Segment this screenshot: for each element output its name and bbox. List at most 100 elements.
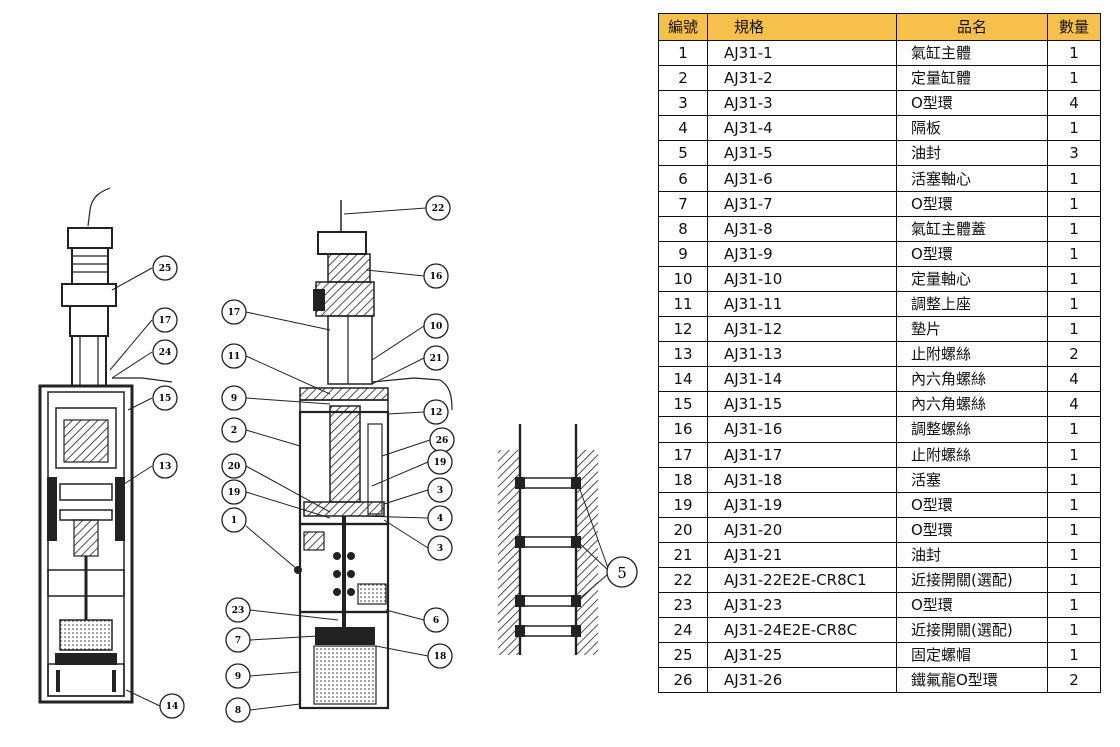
- cell-number: 2: [658, 65, 708, 92]
- cell-quantity: 4: [1047, 391, 1101, 418]
- detail-leader-lines: [577, 483, 609, 601]
- cell-number: 7: [658, 190, 708, 217]
- cell-spec: AJ31-23: [707, 592, 897, 619]
- cell-name: 止附螺絲: [896, 341, 1048, 368]
- cell-name: 鐵氟龍O型環: [896, 667, 1048, 694]
- callout-15: 15: [152, 385, 178, 411]
- cell-name: O型環: [896, 240, 1048, 267]
- header-name: 品名: [896, 13, 1048, 41]
- cell-number: 4: [658, 115, 708, 142]
- cell-number: 20: [658, 516, 708, 543]
- cell-spec: AJ31-18: [707, 466, 897, 493]
- svg-text:17: 17: [228, 308, 241, 318]
- header-quantity: 數量: [1047, 13, 1101, 41]
- cell-number: 18: [658, 466, 708, 493]
- svg-text:10: 10: [430, 322, 443, 332]
- callout-5: 5: [606, 556, 638, 588]
- svg-text:13: 13: [159, 462, 172, 472]
- cell-name: O型環: [896, 592, 1048, 619]
- cell-number: 1: [658, 39, 708, 67]
- callout-16: 16: [423, 263, 449, 289]
- cell-quantity: 1: [1047, 39, 1101, 67]
- callout-3a: 3: [427, 477, 453, 503]
- cell-spec: AJ31-22E2E-CR8C1: [707, 566, 897, 594]
- cell-spec: AJ31-3: [707, 90, 897, 117]
- cell-quantity: 2: [1047, 667, 1101, 694]
- cell-spec: AJ31-2: [707, 65, 897, 92]
- cell-quantity: 1: [1047, 165, 1101, 192]
- callout-10: 10: [423, 313, 449, 339]
- callout-21: 21: [423, 345, 449, 371]
- cell-name: 固定螺帽: [896, 642, 1048, 669]
- cell-number: 23: [658, 592, 708, 619]
- cell-spec: AJ31-16: [707, 416, 897, 443]
- svg-text:2: 2: [231, 426, 237, 436]
- cell-name: 調整螺絲: [896, 416, 1048, 443]
- svg-text:23: 23: [232, 606, 245, 616]
- callout-19b: 19: [221, 479, 247, 505]
- callout-1: 1: [221, 507, 247, 533]
- cell-quantity: 1: [1047, 290, 1101, 318]
- svg-text:9: 9: [231, 394, 237, 404]
- cell-spec: AJ31-17: [707, 441, 897, 468]
- left-leader-lines: [109, 267, 161, 707]
- cell-name: 內六角螺絲: [896, 366, 1048, 393]
- cell-spec: AJ31-6: [707, 165, 897, 192]
- assembly-drawing: 25 17 24 15 13 14: [38, 187, 638, 723]
- cell-name: 定量軸心: [896, 265, 1048, 292]
- cell-spec: AJ31-9: [707, 240, 897, 267]
- cell-spec: AJ31-24E2E-CR8C: [707, 617, 897, 644]
- callout-3b: 3: [427, 535, 453, 561]
- callout-9a: 9: [221, 385, 247, 411]
- callout-23: 23: [225, 597, 251, 623]
- cell-number: 3: [658, 90, 708, 117]
- cell-quantity: 1: [1047, 215, 1101, 242]
- cell-number: 12: [658, 316, 708, 343]
- cell-name: 止附螺絲: [896, 441, 1048, 468]
- cell-number: 8: [658, 215, 708, 242]
- cell-name: 近接開關(選配): [896, 617, 1048, 644]
- callout-4: 4: [427, 505, 453, 531]
- cell-quantity: 1: [1047, 566, 1101, 594]
- cell-quantity: 1: [1047, 416, 1101, 443]
- cell-spec: AJ31-12: [707, 316, 897, 343]
- callout-26: 26: [429, 427, 455, 453]
- cell-spec: AJ31-8: [707, 215, 897, 242]
- cell-quantity: 1: [1047, 115, 1101, 142]
- svg-text:3: 3: [437, 486, 443, 496]
- svg-text:8: 8: [235, 706, 241, 716]
- callout-8: 8: [225, 697, 251, 723]
- cell-quantity: 2: [1047, 341, 1101, 368]
- callout-25: 25: [152, 255, 178, 281]
- callout-19a: 19: [427, 449, 453, 475]
- callout-24: 24: [152, 339, 178, 365]
- cell-quantity: 4: [1047, 366, 1101, 393]
- callout-14: 14: [159, 693, 185, 719]
- cell-number: 11: [658, 290, 708, 318]
- cell-number: 22: [658, 566, 708, 594]
- svg-text:21: 21: [430, 354, 443, 364]
- cell-number: 5: [658, 140, 708, 167]
- callout-20: 20: [221, 453, 247, 479]
- cell-quantity: 1: [1047, 466, 1101, 493]
- cell-name: 調整上座: [896, 290, 1048, 318]
- cell-number: 9: [658, 240, 708, 267]
- cell-number: 16: [658, 416, 708, 443]
- svg-text:4: 4: [437, 514, 443, 524]
- cell-quantity: 1: [1047, 541, 1101, 568]
- cell-name: 墊片: [896, 316, 1048, 343]
- callout-17: 17: [152, 307, 178, 333]
